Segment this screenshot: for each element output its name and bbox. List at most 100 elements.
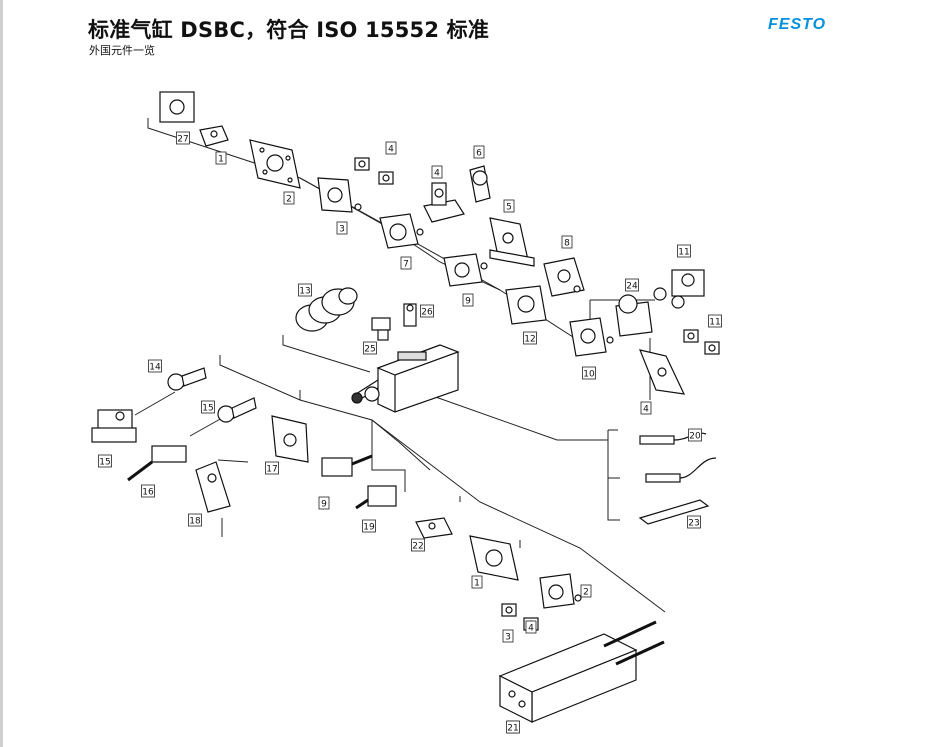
festo-logo: FESTO [768, 16, 827, 33]
part-number-label: 15 [98, 454, 112, 468]
part-number-label: 17 [265, 461, 279, 475]
sensor-23 [639, 432, 717, 483]
flange-3b [539, 573, 582, 609]
part-number-text: 4 [528, 624, 534, 634]
part-number-text: 26 [421, 308, 433, 318]
clevis-6 [423, 182, 465, 223]
part-number-label: 23 [687, 515, 701, 529]
part-number-label: 3 [502, 629, 514, 643]
part-number-text: 25 [364, 345, 375, 355]
trunnion-12 [615, 294, 653, 337]
clevis-19 [321, 454, 373, 477]
part-number-label: 22 [411, 538, 425, 552]
clevis-17 [127, 445, 187, 482]
part-number-text: 15 [202, 404, 213, 414]
guide-unit-21 [498, 620, 665, 723]
part-number-text: 27 [177, 135, 188, 145]
part-number-label: 12 [523, 331, 537, 345]
part-number-label: 14 [148, 359, 162, 373]
part-number-text: 16 [142, 488, 154, 498]
part-number-text: 2 [583, 588, 589, 598]
part-number-label: 4 [385, 141, 397, 155]
part-number-label: 10 [582, 366, 596, 380]
part-number-text: 10 [583, 370, 595, 380]
part-number-text: 5 [506, 203, 512, 213]
part-number-label: 20 [688, 428, 702, 442]
part-number-label: 9 [318, 496, 330, 510]
part-number-label: 27 [176, 131, 190, 145]
part-number-label: 26 [420, 304, 434, 318]
coupling-16 [91, 409, 137, 443]
part-number-label: 24 [625, 278, 639, 292]
part-number-text: 3 [505, 633, 511, 643]
page-title: 标准气缸 DSBC，符合 ISO 15552 标准 [88, 18, 490, 42]
page-edge-rule [0, 0, 3, 747]
mounting-14 [639, 349, 686, 395]
part-number-text: 6 [476, 149, 482, 159]
part-number-text: 19 [363, 523, 375, 533]
bracket-9b [195, 461, 231, 513]
rod-eye-15a [167, 367, 207, 391]
part-number-label: 3 [336, 221, 348, 235]
dsbc-cylinder [351, 344, 460, 413]
part-number-label: 18 [188, 513, 202, 527]
part-number-text: 22 [412, 542, 423, 552]
part-number-label: 25 [363, 341, 377, 355]
rod-eye-15b [217, 397, 257, 423]
flange-27 [159, 91, 195, 123]
part-number-label: 9 [462, 293, 474, 307]
part-number-text: 7 [403, 260, 409, 270]
part-label-group: 2712344675981113262524121011414151516171… [98, 131, 722, 734]
part-number-label: 11 [708, 314, 722, 328]
part-number-text: 14 [149, 363, 161, 373]
bracket-9 [489, 217, 535, 267]
part-number-text: 13 [299, 287, 310, 297]
part-number-text: 20 [689, 432, 701, 442]
foot-1b [415, 517, 453, 539]
part-number-label: 19 [362, 519, 376, 533]
part-number-text: 18 [189, 517, 201, 527]
nut-4b [683, 329, 720, 355]
part-number-label: 4 [525, 620, 537, 634]
part-number-text: 1 [474, 579, 480, 589]
fitting-24 [371, 317, 391, 341]
part-number-text: 24 [626, 282, 638, 292]
part-number-label: 2 [283, 191, 295, 205]
part-number-text: 4 [434, 169, 440, 179]
part-number-label: 4 [640, 401, 652, 415]
part-number-text: 9 [465, 297, 471, 307]
page-subtitle: 外国元件一览 [89, 44, 155, 57]
flange-3 [317, 177, 362, 213]
clevis-11a [543, 257, 585, 297]
part-number-text: 3 [339, 225, 345, 235]
sensor-rail-22 [638, 499, 710, 525]
part-number-text: 2 [286, 195, 292, 205]
part-number-label: 1 [215, 151, 227, 165]
part-number-text: 17 [266, 465, 277, 475]
part-number-label: 1 [471, 575, 483, 589]
fitting-25 [403, 303, 417, 327]
flange-plate-18 [271, 415, 309, 463]
trunnion-13 [653, 269, 705, 309]
coupling-20 [355, 485, 397, 510]
part-number-text: 11 [709, 318, 720, 328]
flange-5 [379, 213, 424, 249]
part-number-text: 11 [678, 248, 689, 258]
part-number-label: 16 [141, 484, 155, 498]
part-number-label: 21 [506, 720, 520, 734]
part-number-label: 6 [473, 145, 485, 159]
part-number-label: 8 [561, 235, 573, 249]
part-number-label: 7 [400, 256, 412, 270]
part-number-text: 15 [99, 458, 110, 468]
part-number-text: 12 [524, 335, 535, 345]
part-number-text: 23 [688, 519, 699, 529]
part-number-text: 8 [564, 239, 570, 249]
flange-10 [505, 285, 547, 325]
part-number-label: 4 [431, 165, 443, 179]
part-number-text: 21 [507, 724, 518, 734]
nut-4a [354, 157, 394, 185]
part-number-label: 11 [677, 244, 691, 258]
piston-rod-cover-26 [295, 287, 358, 332]
part-number-label: 15 [201, 400, 215, 414]
